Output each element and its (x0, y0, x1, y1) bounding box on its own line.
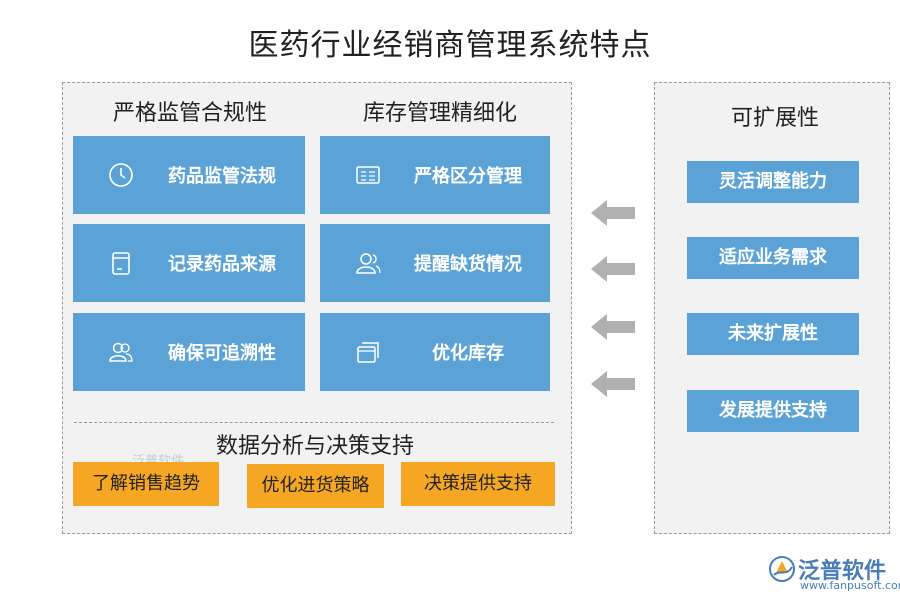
card-label: 优化库存 (432, 343, 504, 364)
card-traceability: 确保可追溯性 (73, 313, 305, 391)
card-label: 严格区分管理 (414, 166, 522, 187)
card-label: 提醒缺货情况 (414, 254, 522, 275)
logo-icon (769, 556, 795, 582)
page-title: 医药行业经销商管理系统特点 (248, 28, 652, 63)
card-record-source: 记录药品来源 (73, 224, 305, 302)
scalability-item-development: 发展提供支持 (687, 390, 859, 432)
card-drug-regulation: 药品监管法规 (73, 136, 305, 214)
card-shortage-alert: 提醒缺货情况 (320, 224, 550, 302)
users-icon (109, 342, 133, 362)
scalability-panel (654, 82, 890, 534)
card-strict-separation: 严格区分管理 (320, 136, 550, 214)
left-arrow-icon (591, 200, 635, 226)
card-label: 药品监管法规 (168, 166, 276, 187)
analysis-item-purchase-strategy: 优化进货策略 (247, 464, 384, 508)
scalability-item-flexibility: 灵活调整能力 (687, 161, 859, 203)
logo-brand: 泛普软件 (798, 559, 887, 584)
list-icon (356, 166, 380, 184)
stack-icon (357, 342, 379, 363)
card-label: 记录药品来源 (168, 254, 276, 275)
compliance-title: 严格监管合规性 (112, 101, 267, 126)
card-label: 确保可追溯性 (168, 343, 276, 364)
left-arrow-icon (591, 314, 635, 340)
section-divider (74, 422, 554, 423)
user-icon (356, 253, 381, 274)
analysis-item-decision-support: 决策提供支持 (401, 462, 555, 506)
document-icon (112, 252, 130, 275)
brand-logo: 泛普软件 www.fanpusoft.com (768, 553, 900, 593)
clock-icon (109, 163, 133, 187)
analysis-item-sales-trend: 了解销售趋势 (73, 462, 219, 506)
left-arrow-icon (591, 256, 635, 282)
logo-url: www.fanpusoft.com (800, 579, 900, 592)
scalability-item-future: 未来扩展性 (687, 313, 859, 355)
scalability-item-business-needs: 适应业务需求 (687, 237, 859, 279)
scalability-title: 可扩展性 (730, 106, 819, 131)
inventory-title: 库存管理精细化 (362, 101, 517, 126)
analysis-title: 数据分析与决策支持 (215, 434, 414, 459)
left-arrow-icon (591, 371, 635, 397)
card-optimize-inventory: 优化库存 (320, 313, 550, 391)
